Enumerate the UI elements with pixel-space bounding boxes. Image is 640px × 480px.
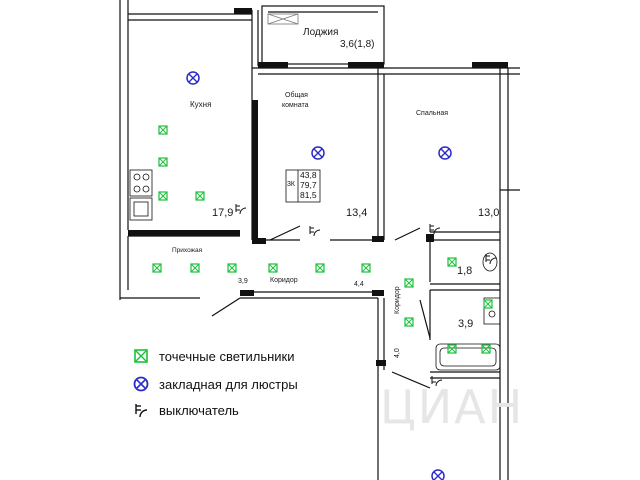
hall-name: Прихожая [172,247,203,254]
watermark: ЦИАН [380,380,525,434]
corridor-2-name: Коридор [394,286,401,314]
info-living: 79,7 [300,180,317,190]
spotlight-icon [483,299,493,309]
loggia-area: 3,6(1,8) [340,39,375,50]
spotlight-icon [447,344,457,354]
chandelier-icon [438,146,452,160]
info-gross: 81,5 [300,190,317,200]
info-box-frame [285,169,321,203]
chandelier-icon [311,146,325,160]
info-rooms: 3К [287,181,295,188]
spotlight-icon [315,263,325,273]
legend-chandelier-label: закладная для люстры [159,376,298,392]
corridor-2-area: 4,0 [394,348,401,358]
spotlight-icon [447,257,457,267]
living-name-2: комната [282,102,309,109]
spotlight-icon [227,263,237,273]
kitchen-name: Кухня [190,100,212,109]
info-total: 43,8 [300,170,317,180]
switch-icon [135,404,148,418]
switches [235,204,497,387]
legend-chandelier: закладная для люстры [133,374,298,394]
chandelier-icon [186,71,200,85]
living-name-1: Общая [285,92,308,99]
spotlight-icon [481,344,491,354]
bath-area: 3,9 [458,318,474,330]
spotlights [152,125,493,354]
spotlight-icon [158,191,168,201]
spotlight-icon [404,278,414,288]
legend-spotlight-label: точечные светильники [159,348,295,364]
switch-icon [309,226,321,237]
living-area: 13,4 [346,207,368,219]
hall-area: 3,9 [238,278,248,285]
chandelier-mounts [186,71,452,480]
wc-area: 1,8 [457,265,473,277]
legend-switch: выключатель [133,400,239,420]
loggia-name: Лоджия [303,27,339,38]
corridor-1-name: Коридор [270,277,298,284]
switch-icon [431,376,443,387]
spotlight-icon [152,263,162,273]
spotlight-icon [158,125,168,135]
kitchen-equipment [129,169,153,221]
spotlight-icon [361,263,371,273]
spotlight-icon [134,349,148,363]
legend-spotlight: точечные светильники [133,346,294,366]
bathroom-fixtures [435,252,501,371]
chandelier-icon [431,469,445,480]
kitchen-area: 17,9 [212,207,234,219]
switch-icon [429,224,441,235]
spotlight-icon [268,263,278,273]
spotlight-icon [404,317,414,327]
legend-switch-label: выключатель [159,402,239,418]
bedroom-area: 13,0 [478,207,500,219]
spotlight-icon [158,157,168,167]
chandelier-icon [133,376,149,392]
spotlight-icon [195,191,205,201]
wall-fill [128,8,508,366]
bedroom-name: Спальная [416,110,449,117]
switch-icon [235,204,247,215]
corridor-1-area: 4,4 [354,281,364,288]
spotlight-icon [190,263,200,273]
switch-icon [485,254,497,265]
loggia-glazing [267,13,299,25]
